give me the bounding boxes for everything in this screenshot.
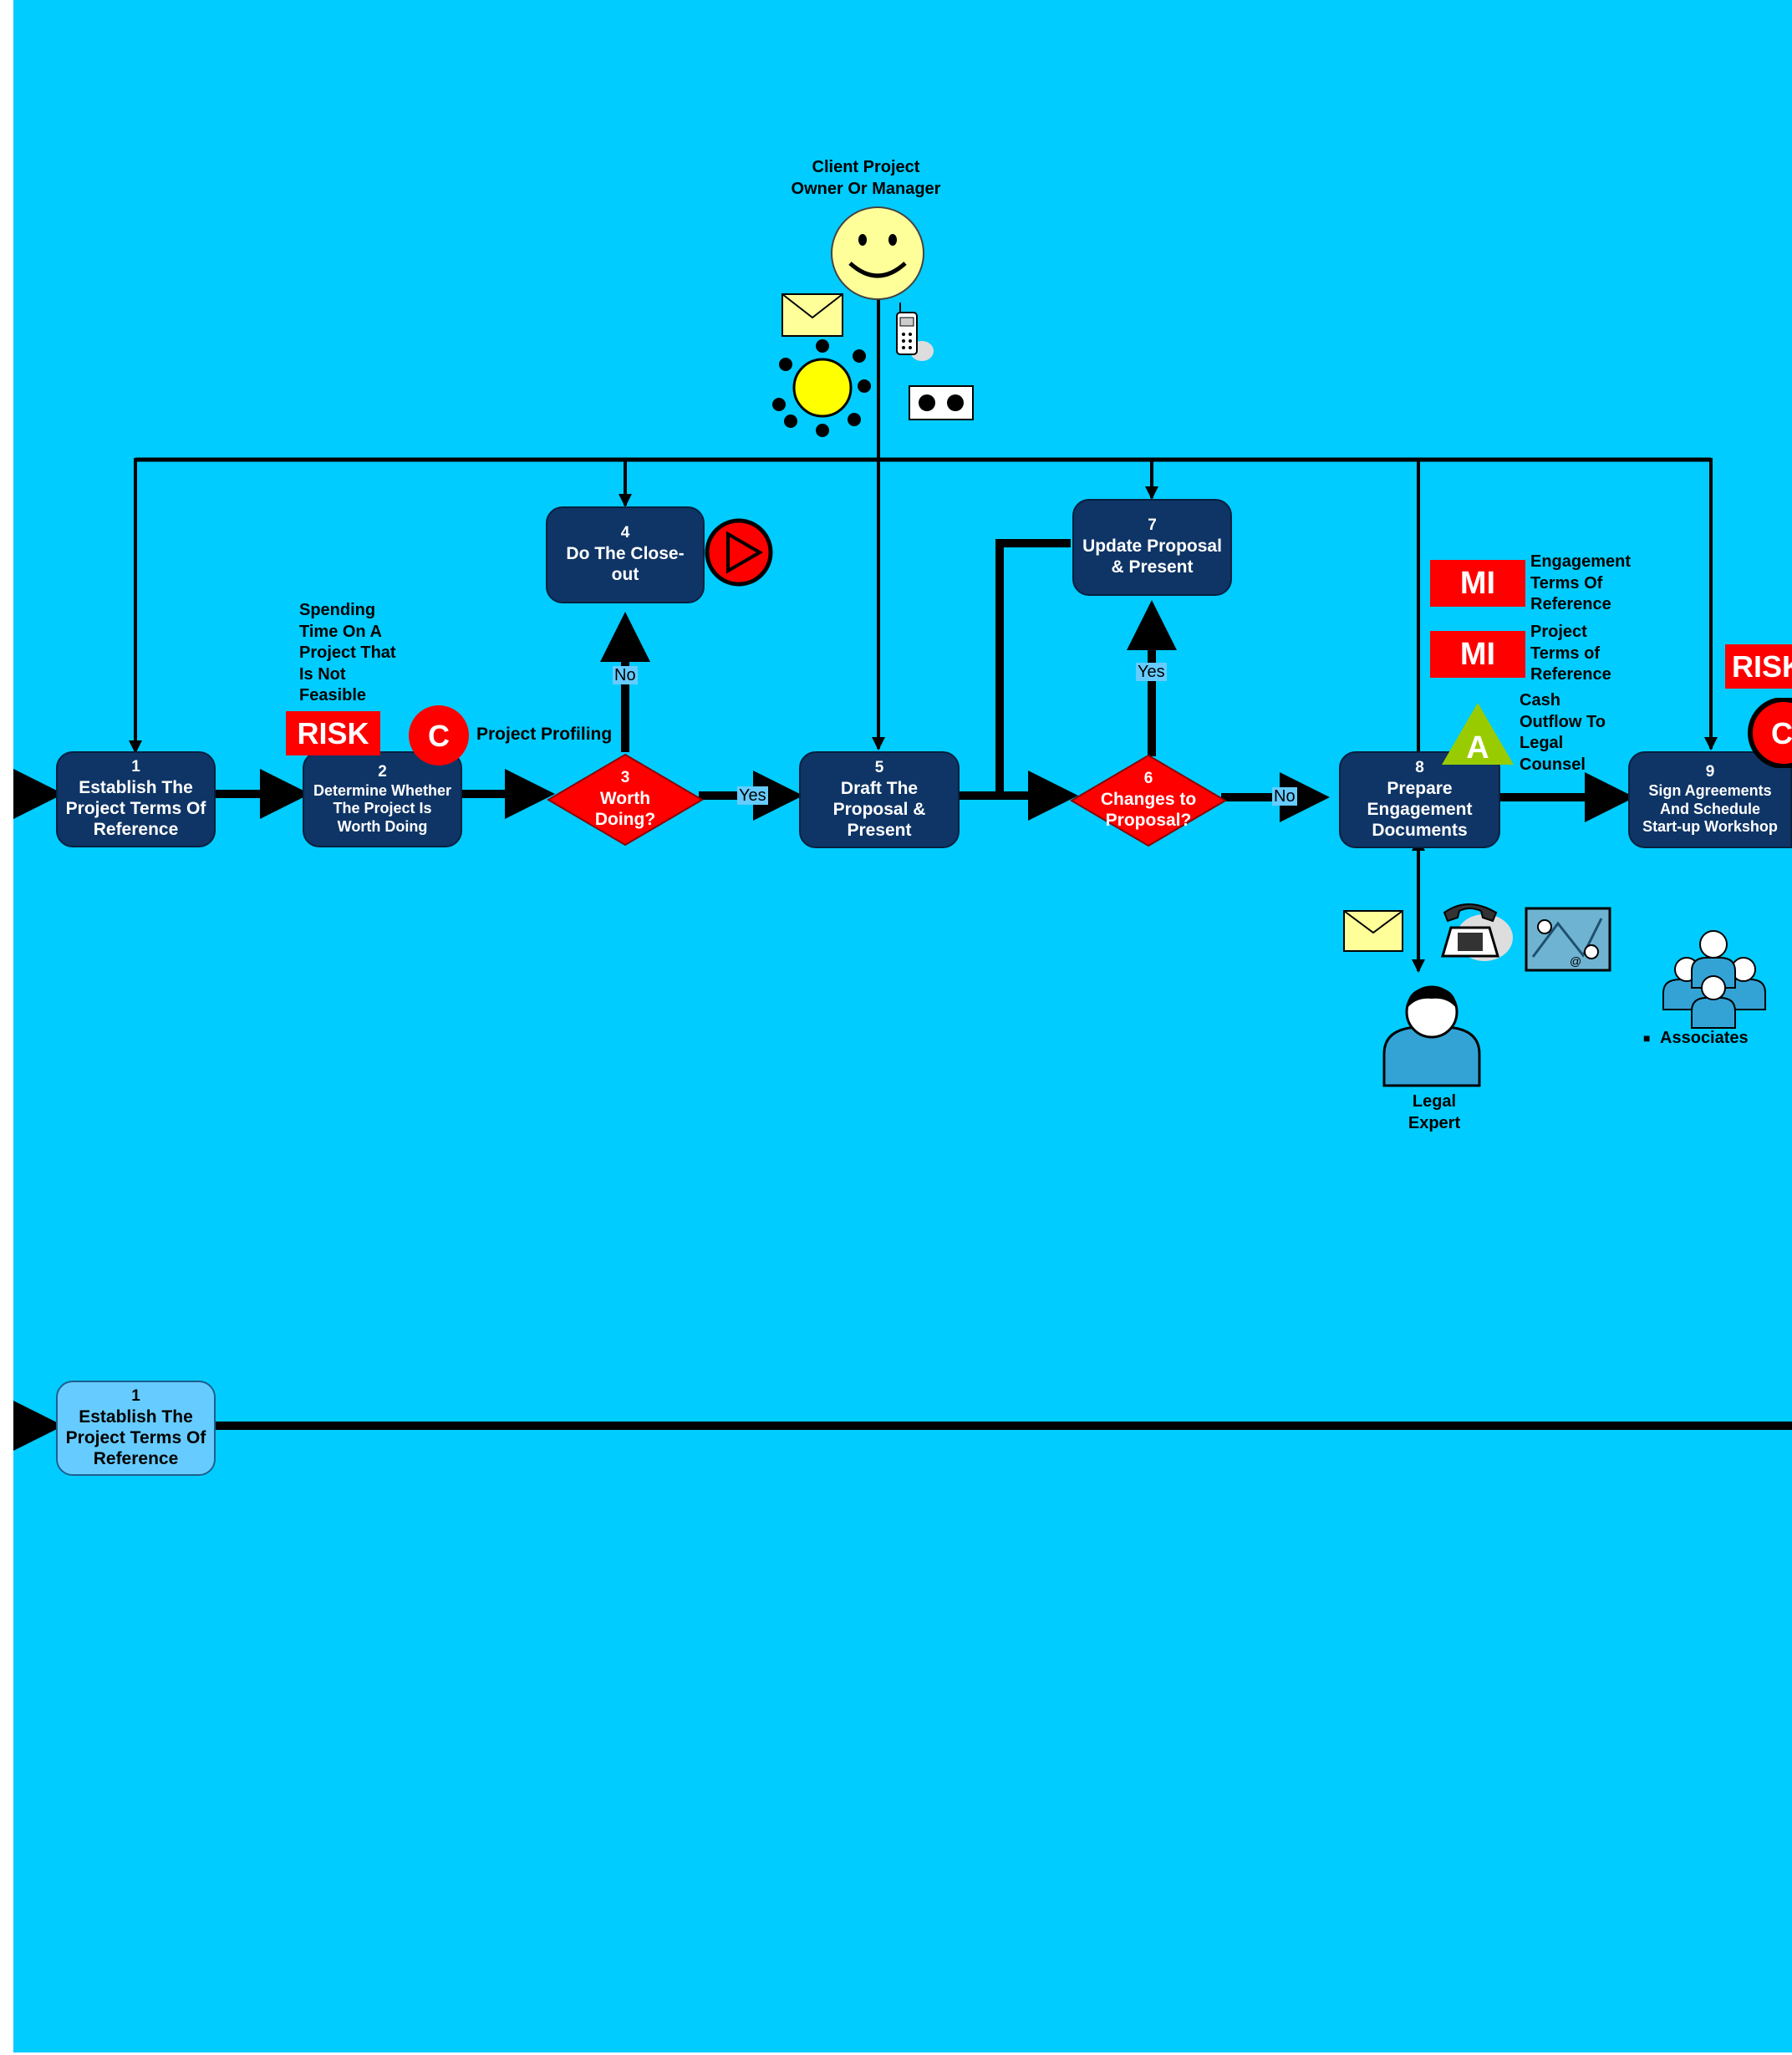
envelope-icon xyxy=(781,293,843,337)
step-7-update-proposal[interactable]: 7 Update Proposal & Present xyxy=(1072,499,1232,596)
mobile-phone-icon xyxy=(896,303,934,361)
mi-tag-engagement: MI xyxy=(1430,560,1525,607)
edge-label-no-changes: No xyxy=(1272,787,1297,806)
associates-label: ■ Associates xyxy=(1643,1029,1749,1047)
associates-group-icon xyxy=(1662,930,1766,1029)
step-4-close-out[interactable]: 4 Do The Close- out xyxy=(546,506,705,603)
decision-3-worth-doing[interactable]: 3 Worth Doing? xyxy=(547,753,704,847)
sun-icon xyxy=(772,339,871,437)
step-8-prepare-engagement[interactable]: 8 Prepare Engagement Documents xyxy=(1339,751,1500,848)
step-9-sign-agreements[interactable]: 9 Sign Agreements And Schedule Start-up … xyxy=(1628,751,1792,848)
step-2-determine-worth[interactable]: 2 Determine Whether The Project Is Worth… xyxy=(303,751,462,847)
triangle-badge-text: A xyxy=(1466,730,1489,766)
project-profiling-label: Project Profiling xyxy=(476,725,613,744)
play-icon xyxy=(705,518,773,587)
envelope-icon xyxy=(1343,910,1403,952)
lane-2-step-1-establish-terms[interactable]: 1 Establish The Project Terms Of Referen… xyxy=(56,1381,216,1476)
mi-note-engagement: Engagement Terms Of Reference xyxy=(1530,552,1632,614)
edge-label-no: No xyxy=(613,666,638,684)
compliance-badge-cut-icon: C xyxy=(1748,698,1792,768)
triangle-badge-icon: A xyxy=(1442,703,1514,766)
risk-tag: RISK xyxy=(286,711,380,755)
telephone-icon xyxy=(1440,903,1513,961)
mi-note-project: Project Terms of Reference xyxy=(1530,623,1611,684)
cash-outflow-note: Cash Outflow To Legal Counsel xyxy=(1520,691,1606,774)
risk-tag-cut: RISK xyxy=(1725,644,1792,689)
bullet-icon: ■ xyxy=(1643,1030,1651,1045)
connector-lines xyxy=(13,272,1792,1451)
client-label: Client Project Owner Or Manager xyxy=(791,158,941,198)
compliance-badge-cut-text: C xyxy=(1771,716,1792,750)
network-icon: @ xyxy=(1525,907,1611,972)
mi-tag-project: MI xyxy=(1430,631,1525,678)
voicemail-icon xyxy=(909,385,974,420)
process-diagram: Client Project Owner Or Manager 1 Establ… xyxy=(13,0,1792,2052)
edge-label-yes: Yes xyxy=(737,786,768,805)
compliance-badge-text: C xyxy=(428,719,450,753)
left-fragment-label: s! xyxy=(13,785,25,803)
legal-expert-label: Legal Expert xyxy=(1408,1092,1461,1132)
edge-label-yes-changes: Yes xyxy=(1136,663,1167,681)
decision-6-changes[interactable]: 6 Changes to Proposal? xyxy=(1070,754,1227,847)
legal-expert-person-icon xyxy=(1382,985,1481,1087)
step-5-draft-proposal[interactable]: 5 Draft The Proposal & Present xyxy=(799,751,960,848)
risk-note: Spending Time On A Project That Is Not F… xyxy=(299,601,396,705)
compliance-badge-icon: C xyxy=(409,705,469,766)
step-1-establish-terms[interactable]: 1 Establish The Project Terms Of Referen… xyxy=(56,751,216,847)
smiley-icon xyxy=(831,206,924,300)
svg-text:@: @ xyxy=(1570,954,1581,968)
